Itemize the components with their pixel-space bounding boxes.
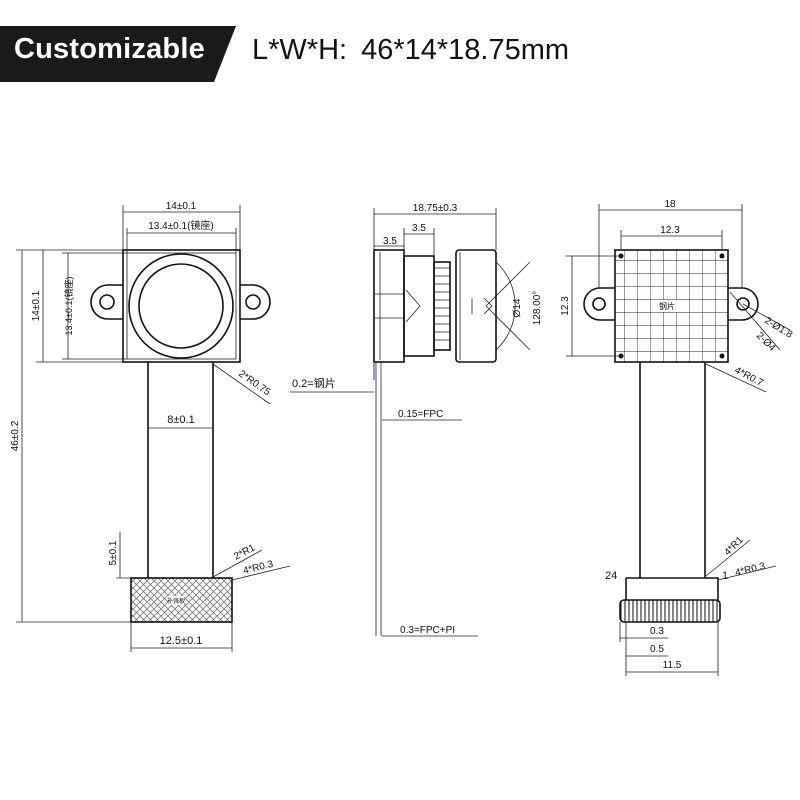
dim-width-outer: 14±0.1 (166, 201, 197, 212)
dim-back-connector: 11.5 (663, 660, 682, 671)
right-ear (240, 284, 271, 320)
leader-back-radius (705, 363, 767, 393)
back-connector-knurl (619, 599, 721, 623)
dim-side-depth: 18.75±0.3 (413, 203, 458, 214)
side-lens-cap (455, 249, 497, 363)
dim-connector-height-lines (116, 532, 131, 579)
dim-width-inner: 13.4±0.1(镜座) (148, 219, 214, 232)
lens-inner-ring (138, 263, 224, 349)
back-view: 钢片 24 1 18 12.3 12.3 2-Ø1.8 2-Ø4 4*R0.7 … (560, 199, 795, 676)
dim-back-height-lines (566, 255, 621, 357)
dim-connector-width-lines (130, 622, 233, 652)
back-connector-top (626, 577, 719, 600)
fov-lines (485, 261, 531, 351)
dim-fpc-width: 8±0.1 (167, 414, 194, 426)
side-base (373, 249, 405, 363)
dim-height-inner-lines (62, 252, 127, 360)
dim-height-outer: 14±0.1 (31, 290, 42, 321)
badge-label: Customizable (14, 33, 205, 65)
side-diameter: Ø14 (512, 298, 523, 317)
note-fpc-pi: 0.3=FPC+PI (400, 625, 455, 636)
header: Customizable L*W*H: 46*14*18.75mm (0, 0, 800, 100)
dimensions-label: L*W*H: (252, 34, 348, 66)
dim-height-inner: 13.4±0.1(镜座) (63, 277, 74, 336)
note-hole2: 2-Ø4 (754, 330, 778, 354)
plate-mark-bg (657, 300, 677, 312)
back-right-hole (736, 297, 750, 311)
back-left-hole (592, 297, 606, 311)
side-lens-element (471, 297, 493, 315)
customizable-badge (0, 26, 236, 82)
leader-corner-radius (212, 363, 271, 405)
note-connector-radius: 4*R0.3 (242, 559, 275, 577)
pin-first: 1 (722, 570, 728, 582)
side-fov: 128.00° (532, 291, 543, 326)
dim-lens-b-lines (403, 228, 435, 262)
dim-height-outer-lines (36, 249, 123, 363)
dim-back-inner: 12.3 (660, 225, 680, 236)
dim-bottom-ext (619, 622, 627, 676)
dim-back-width: 18 (664, 199, 676, 210)
connector-mark-bg (168, 596, 184, 605)
dim-b: 0.5 (650, 644, 664, 655)
dim-a: 0.3 (650, 626, 664, 637)
dim-width-inner-lines (126, 228, 237, 253)
note-steel: 0.2=钢片 (292, 377, 336, 390)
corner-dot (719, 253, 725, 259)
leader-back-connector (717, 565, 777, 581)
left-ear (90, 284, 123, 320)
camera-body (122, 249, 241, 363)
leader-hole2 (729, 291, 781, 351)
corner-dot (719, 353, 725, 359)
dim-lens-a: 3.5 (383, 236, 397, 247)
dimensions-value: 46*14*18.75mm (361, 34, 570, 66)
left-ear-hole (99, 294, 115, 310)
side-fpc (375, 362, 382, 636)
side-thread (433, 261, 451, 351)
connector-mark: 补强板 (167, 597, 185, 605)
leader-hole (742, 303, 791, 331)
dimensions-text: L*W*H: 46*14*18.75mm (252, 34, 569, 67)
fov-arc (495, 261, 516, 351)
note-back-radius: 4*R0.7 (733, 365, 766, 389)
front-view: 补强板 14±0.1 13.4±0.1(镜座) 14±0.1 13.4±0.1(… (10, 201, 291, 652)
back-left-ear (583, 287, 615, 321)
dim-total-length: 46±0.2 (10, 420, 21, 451)
dim-back-connector-lines (626, 622, 719, 676)
pin-last: 24 (605, 570, 617, 582)
lens-holder-outline (126, 252, 237, 360)
dim-back-height: 12.3 (560, 296, 571, 316)
leader-bend-radius (212, 549, 263, 578)
dim-back-inner-lines (620, 230, 723, 250)
side-view: Ø14 128.00° 18.75±0.3 3.5 3.5 0.2=钢片 0.1… (290, 203, 543, 637)
back-right-ear (728, 287, 759, 321)
lens-outer-ring (128, 253, 234, 359)
dim-connector-height: 5±0.1 (108, 540, 119, 565)
dim-width-outer-lines (122, 205, 241, 250)
note-back-connector: 4*R0.3 (734, 561, 767, 579)
side-barrel-detail (405, 289, 421, 323)
side-barrel (403, 255, 435, 357)
dim-connector-width: 12.5±0.1 (160, 635, 203, 647)
dim-total-length-lines (16, 249, 131, 623)
badge-background (0, 26, 236, 82)
back-fpc (639, 362, 706, 578)
right-ear-hole (245, 294, 261, 310)
side-thread-lines (434, 267, 450, 341)
side-base-details (374, 252, 404, 360)
dim-lens-b: 3.5 (412, 223, 426, 234)
leader-back-bend (705, 539, 751, 577)
note-fpc: 0.15=FPC (398, 409, 443, 420)
note-corner-radius: 2*R0.75 (236, 368, 272, 398)
fpc-cable (147, 362, 214, 578)
leader-connector-radius (231, 565, 291, 581)
plate-mark: 钢片 (659, 301, 675, 311)
dim-back-width-lines (598, 204, 743, 288)
dim-side-depth-lines (373, 208, 497, 250)
